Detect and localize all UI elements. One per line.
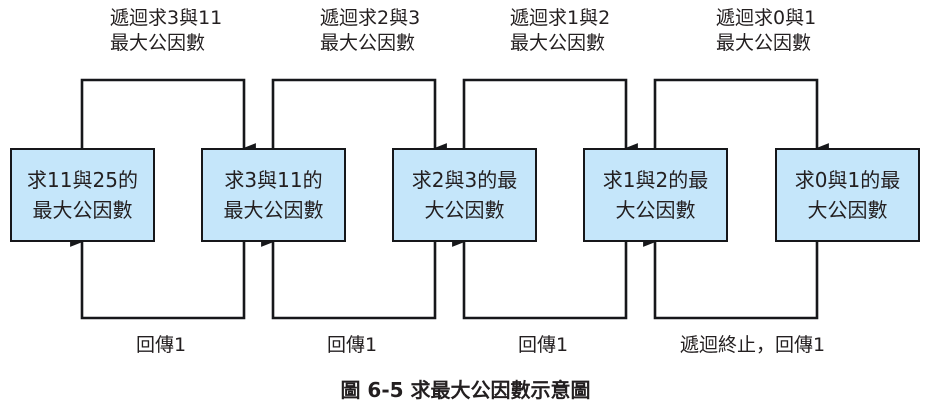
process-box-2-line1: 求3與11的: [224, 168, 323, 192]
call-label-1-line1: 遞迴求3與11: [110, 7, 223, 29]
process-box-5-line1: 求0與1的最: [794, 168, 901, 192]
process-box-gcd-0-1[interactable]: 求0與1的最 大公因數: [775, 148, 920, 242]
process-box-5-line2: 大公因數: [807, 198, 888, 222]
call-label-4-line2: 最大公因數: [716, 32, 812, 54]
process-box-1-line2: 最大公因數: [32, 198, 133, 222]
call-label-3-line2: 最大公因數: [510, 32, 606, 54]
return-label-1: 回傳1: [136, 334, 187, 356]
call-label-2: 遞迴求2與3 最大公因數: [320, 6, 420, 56]
call-label-4: 遞迴求0與1 最大公因數: [716, 6, 816, 56]
call-label-2-line1: 遞迴求2與3: [320, 7, 421, 29]
call-label-1-line2: 最大公因數: [110, 32, 206, 54]
figure-caption: 圖 6-5 求最大公因數示意圖: [340, 378, 591, 402]
process-box-4-line2: 大公因數: [615, 198, 696, 222]
process-box-2-line2: 最大公因數: [223, 198, 324, 222]
return-label-4: 遞迴終止，回傳1: [680, 334, 826, 356]
call-label-3-line1: 遞迴求1與2: [510, 7, 611, 29]
return-label-2: 回傳1: [327, 334, 378, 356]
process-box-gcd-2-3[interactable]: 求2與3的最 大公因數: [392, 148, 537, 242]
process-box-3-line1: 求2與3的最: [411, 168, 518, 192]
call-label-1: 遞迴求3與11 最大公因數: [110, 6, 222, 56]
process-box-3-line2: 大公因數: [424, 198, 505, 222]
return-label-3: 回傳1: [518, 334, 569, 356]
process-box-4-line1: 求1與2的最: [602, 168, 709, 192]
process-box-1-line1: 求11與25的: [27, 168, 138, 192]
call-label-2-line2: 最大公因數: [320, 32, 416, 54]
process-box-gcd-1-2[interactable]: 求1與2的最 大公因數: [583, 148, 728, 242]
process-box-gcd-3-11[interactable]: 求3與11的 最大公因數: [201, 148, 346, 242]
call-label-4-line1: 遞迴求0與1: [716, 7, 817, 29]
call-label-3: 遞迴求1與2 最大公因數: [510, 6, 610, 56]
process-box-gcd-11-25[interactable]: 求11與25的 最大公因數: [10, 148, 155, 242]
